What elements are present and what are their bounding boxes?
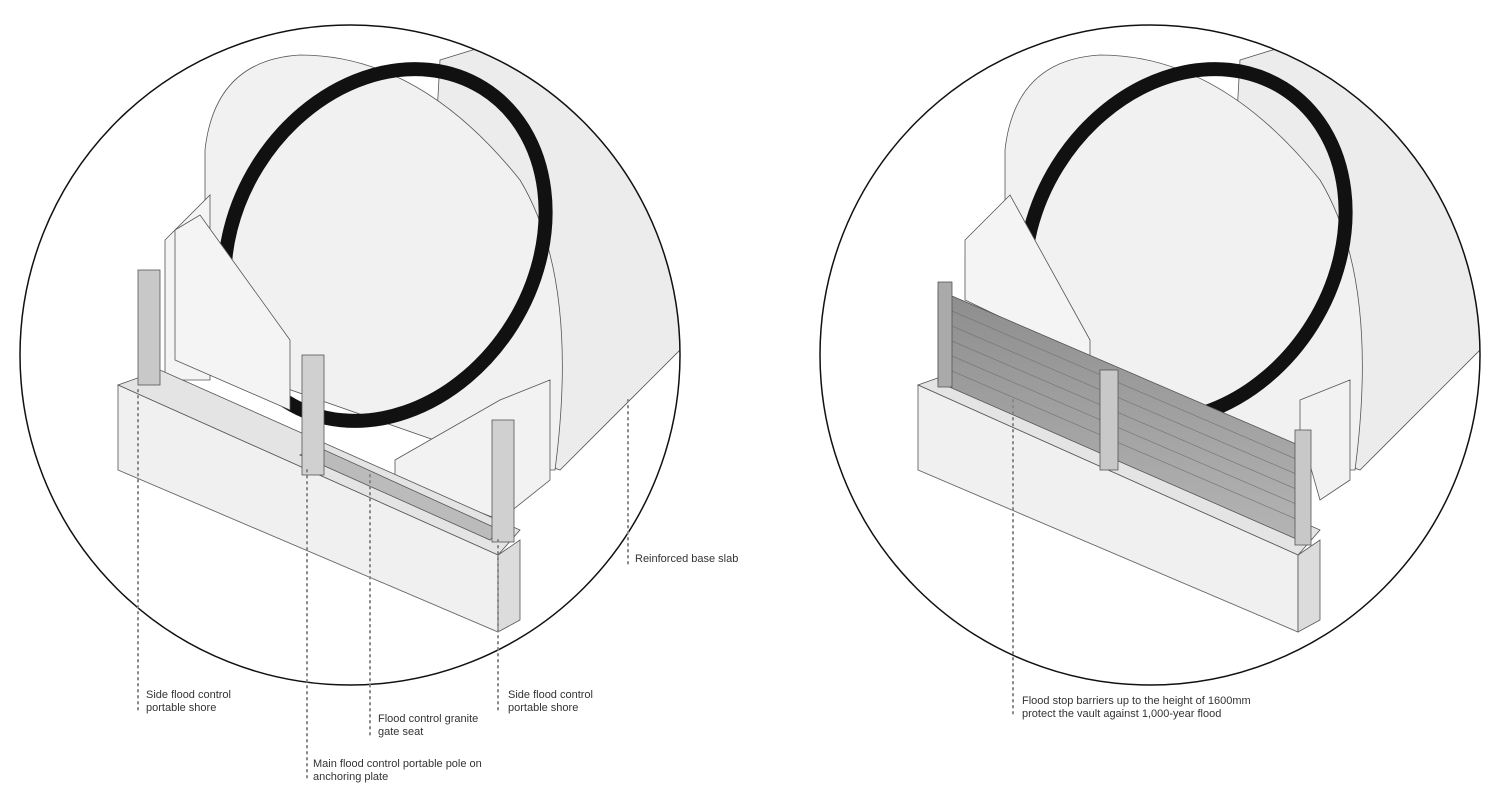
main-pole	[301, 354, 325, 476]
side-shore-left	[137, 269, 161, 386]
label-base-slab: Reinforced base slab	[635, 553, 738, 565]
staircase-right	[1299, 379, 1351, 501]
staircase-left	[964, 194, 1091, 361]
detail-circle-left	[19, 24, 681, 686]
right-vault-view: Flood stop barriers up to the height of …	[819, 24, 1481, 720]
staircase-left	[164, 194, 291, 411]
flood-barrier	[937, 281, 1312, 546]
base-side	[1297, 539, 1321, 633]
label-flood-barriers: Flood stop barriers up to the height of …	[1022, 695, 1251, 720]
side-shore-right	[491, 419, 515, 543]
base-side	[497, 539, 521, 633]
detail-circle-right	[819, 24, 1481, 686]
